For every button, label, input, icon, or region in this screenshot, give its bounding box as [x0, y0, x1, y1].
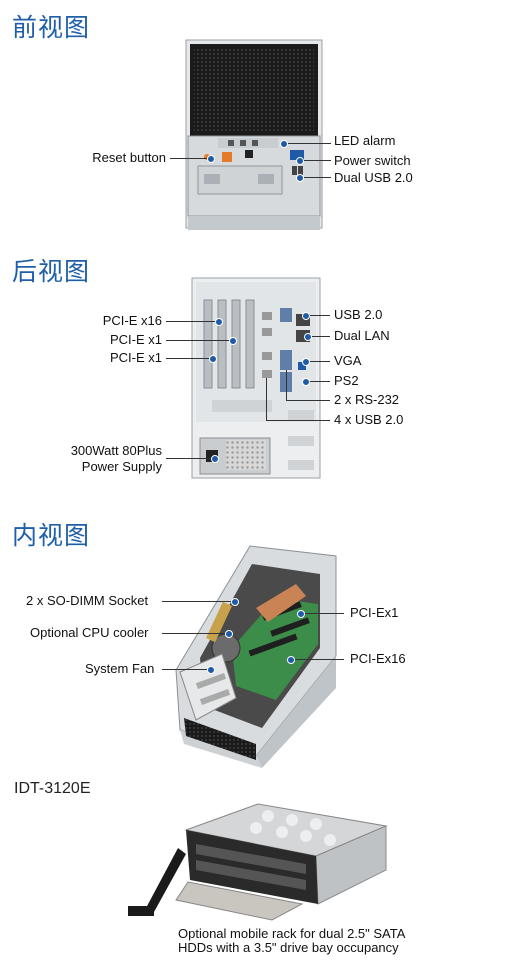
system-fan-label: System Fan	[85, 661, 155, 676]
pcie-x1-label-2: PCI-E x1	[109, 350, 162, 365]
ps2-label: PS2	[334, 373, 359, 388]
usb4-label: 4 x USB 2.0	[334, 412, 404, 427]
cpu-cooler-label: Optional CPU cooler	[30, 625, 149, 640]
psu-label-line1: 300Watt 80Plus	[70, 443, 162, 458]
psu-label-line2: Power Supply	[81, 459, 162, 474]
inside-view-chassis-image	[175, 545, 337, 768]
rear-view-title: 后视图	[12, 257, 91, 286]
front-view-title: 前视图	[12, 13, 91, 42]
accessory-model-name: IDT-3120E	[14, 780, 91, 797]
sodimm-label: 2 x SO-DIMM Socket	[26, 593, 149, 608]
rs232-label: 2 x RS-232	[334, 392, 400, 407]
mobile-rack-image	[128, 803, 388, 921]
usb-label: USB 2.0	[334, 307, 383, 322]
dual-lan-label: Dual LAN	[334, 328, 390, 343]
front-view-chassis-image	[185, 39, 323, 230]
rear-view-chassis-image	[191, 277, 321, 479]
power-switch-label: Power switch	[334, 153, 411, 168]
inside-view-title: 内视图	[12, 521, 91, 550]
pciex1-label: PCI-Ex1	[350, 605, 399, 620]
vga-label: VGA	[334, 353, 362, 368]
mobile-rack-caption: Optional mobile rack for dual 2.5" SATA …	[178, 927, 405, 955]
pcie-x1-label-1: PCI-E x1	[109, 332, 162, 347]
dual-usb-label: Dual USB 2.0	[334, 170, 413, 185]
caption-line-2: HDDs with a 3.5" drive bay occupancy	[178, 940, 399, 955]
pciex16-label: PCI-Ex16	[350, 651, 406, 666]
pcie-x16-label: PCI-E x16	[102, 313, 162, 328]
led-alarm-label: LED alarm	[334, 133, 396, 148]
caption-line-1: Optional mobile rack for dual 2.5" SATA	[178, 926, 406, 941]
reset-button-label: Reset button	[92, 150, 166, 165]
